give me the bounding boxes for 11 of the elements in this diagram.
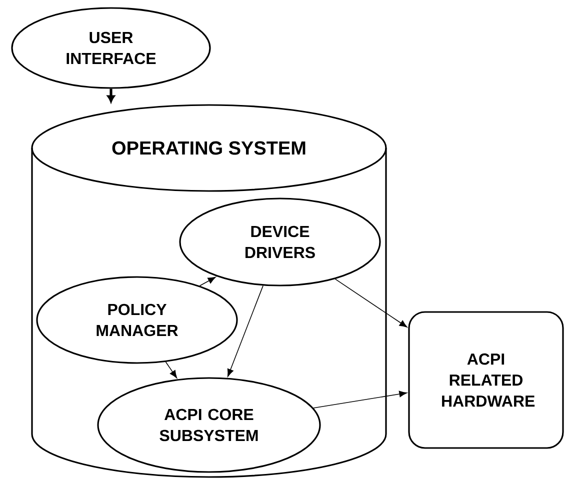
arrow (313, 390, 408, 408)
ellipse-node: ACPI CORE SUBSYSTEM (97, 377, 321, 473)
arrow (227, 285, 264, 377)
ellipse-node: DEVICE DRIVERS (179, 198, 381, 286)
arrow (334, 278, 408, 328)
ellipse-node: USER INTERFACE (11, 7, 211, 89)
arrow (199, 276, 216, 286)
rounded-box: ACPI RELATED HARDWARE (408, 311, 564, 449)
arrow (107, 88, 115, 103)
ellipse-node: POLICY MANAGER (36, 276, 238, 364)
arrow (165, 362, 178, 378)
